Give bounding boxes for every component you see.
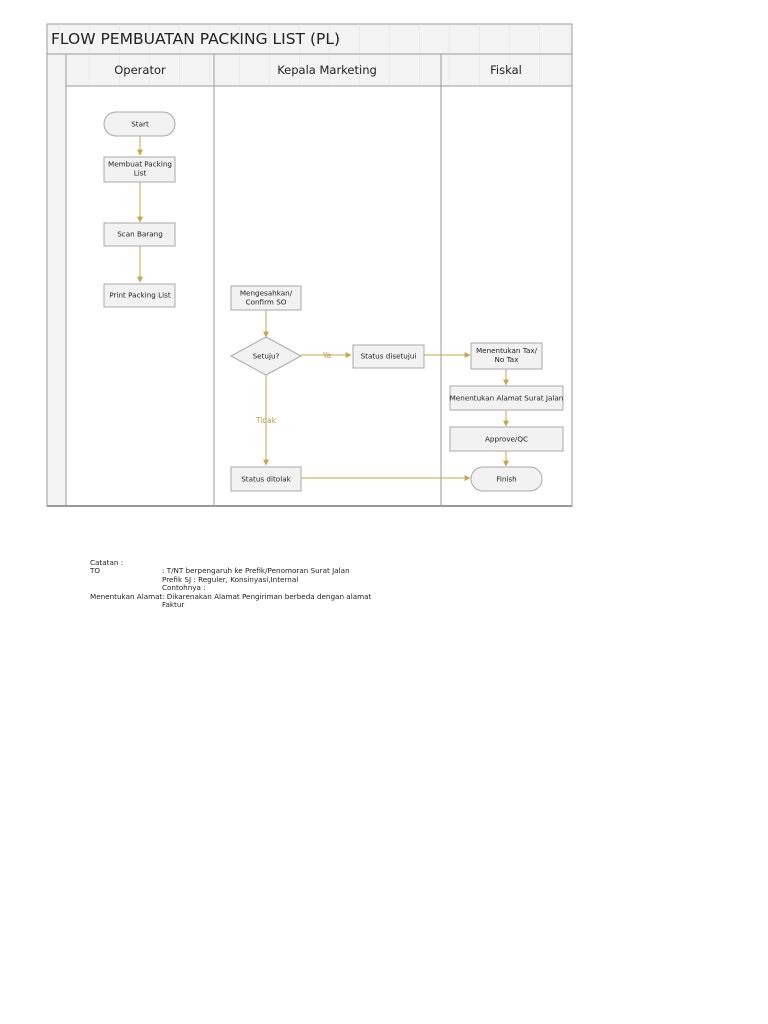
note-line: : Dikarenakan Alamat Pengiriman berbeda …	[162, 591, 372, 601]
node-label-start: Start	[131, 120, 149, 129]
process-membuat-packing-list	[103, 156, 176, 183]
edge-label-tidak: Tidak	[255, 416, 277, 425]
node-label-finish: Finish	[496, 475, 516, 484]
process-print-packing-list	[103, 283, 176, 308]
nodes	[103, 111, 564, 492]
node-label-menentukan-alamat: Menentukan Alamat Surat Jalan	[450, 394, 564, 403]
node-label-membuat-packing-list-line2: List	[134, 169, 147, 178]
packing-list-flowchart: FLOW PEMBUATAN PACKING LIST (PL) Operato…	[46, 23, 573, 507]
connectors	[137, 136, 509, 481]
decision-setuju	[229, 336, 303, 376]
node-label-scan-barang: Scan Barang	[117, 230, 163, 239]
process-mengesahkan	[230, 285, 302, 311]
note-row-menentukan-alamat: Menentukan Alamat : Dikarenakan Alamat P…	[90, 591, 510, 610]
notes-section: Catatan : TO : T/NT berpengaruh ke Prefi…	[90, 558, 510, 610]
title-bar-grid	[47, 24, 572, 54]
node-label-status-disetujui: Status disetujui	[361, 352, 417, 361]
note-line: Contohnya :	[162, 583, 206, 593]
diagram-title: FLOW PEMBUATAN PACKING LIST (PL)	[51, 30, 340, 48]
node-label-status-ditolak: Status ditolak	[241, 475, 291, 484]
node-labels: Start Membuat Packing List Scan Barang P…	[108, 120, 563, 484]
node-label-mengesahkan: Mengesahkan/	[240, 289, 293, 298]
lane-header-grid	[66, 54, 572, 86]
start-terminal	[103, 111, 176, 137]
swimlane-gutter	[46, 53, 67, 507]
notes-heading: Catatan :	[90, 558, 124, 567]
note-lines: : Dikarenakan Alamat Pengiriman berbeda …	[162, 591, 510, 610]
node-label-menentukan-tax: Menentukan Tax/	[476, 346, 538, 355]
edge-label-ya: Ya	[322, 351, 331, 360]
process-scan-barang	[103, 222, 176, 247]
note-label: Menentukan Alamat	[90, 591, 163, 601]
process-status-ditolak	[230, 466, 302, 492]
lane-title-operator: Operator	[114, 63, 166, 77]
node-label-menentukan-tax-line2: No Tax	[495, 355, 520, 364]
node-label-membuat-packing-list: Membuat Packing	[108, 160, 172, 169]
node-label-setuju: Setuju?	[253, 352, 280, 361]
node-label-approve-qc: Approve/QC	[485, 435, 528, 444]
note-line: : T/NT berpengaruh ke Prefik/Penomoran S…	[162, 566, 350, 576]
process-status-disetujui	[352, 344, 425, 369]
process-menentukan-alamat	[449, 385, 564, 411]
lane-title-fiskal: Fiskal	[490, 63, 522, 77]
process-menentukan-tax	[470, 342, 543, 370]
note-lines: : T/NT berpengaruh ke Prefik/Penomoran S…	[162, 566, 510, 593]
process-approve-qc	[449, 426, 564, 452]
diagram-frame	[46, 23, 573, 507]
note-row-to: TO : T/NT berpengaruh ke Prefik/Penomora…	[90, 566, 510, 593]
finish-terminal	[470, 466, 543, 492]
note-line: Prefik SJ : Reguler, Konsinyasi,Internal	[162, 574, 299, 584]
lane-title-kepala-marketing: Kepala Marketing	[277, 63, 377, 77]
node-label-print-packing-list: Print Packing List	[109, 291, 170, 300]
note-label: TO	[90, 566, 101, 576]
note-line: Faktur	[162, 600, 185, 610]
node-label-mengesahkan-line2: Confirm SO	[246, 298, 287, 307]
